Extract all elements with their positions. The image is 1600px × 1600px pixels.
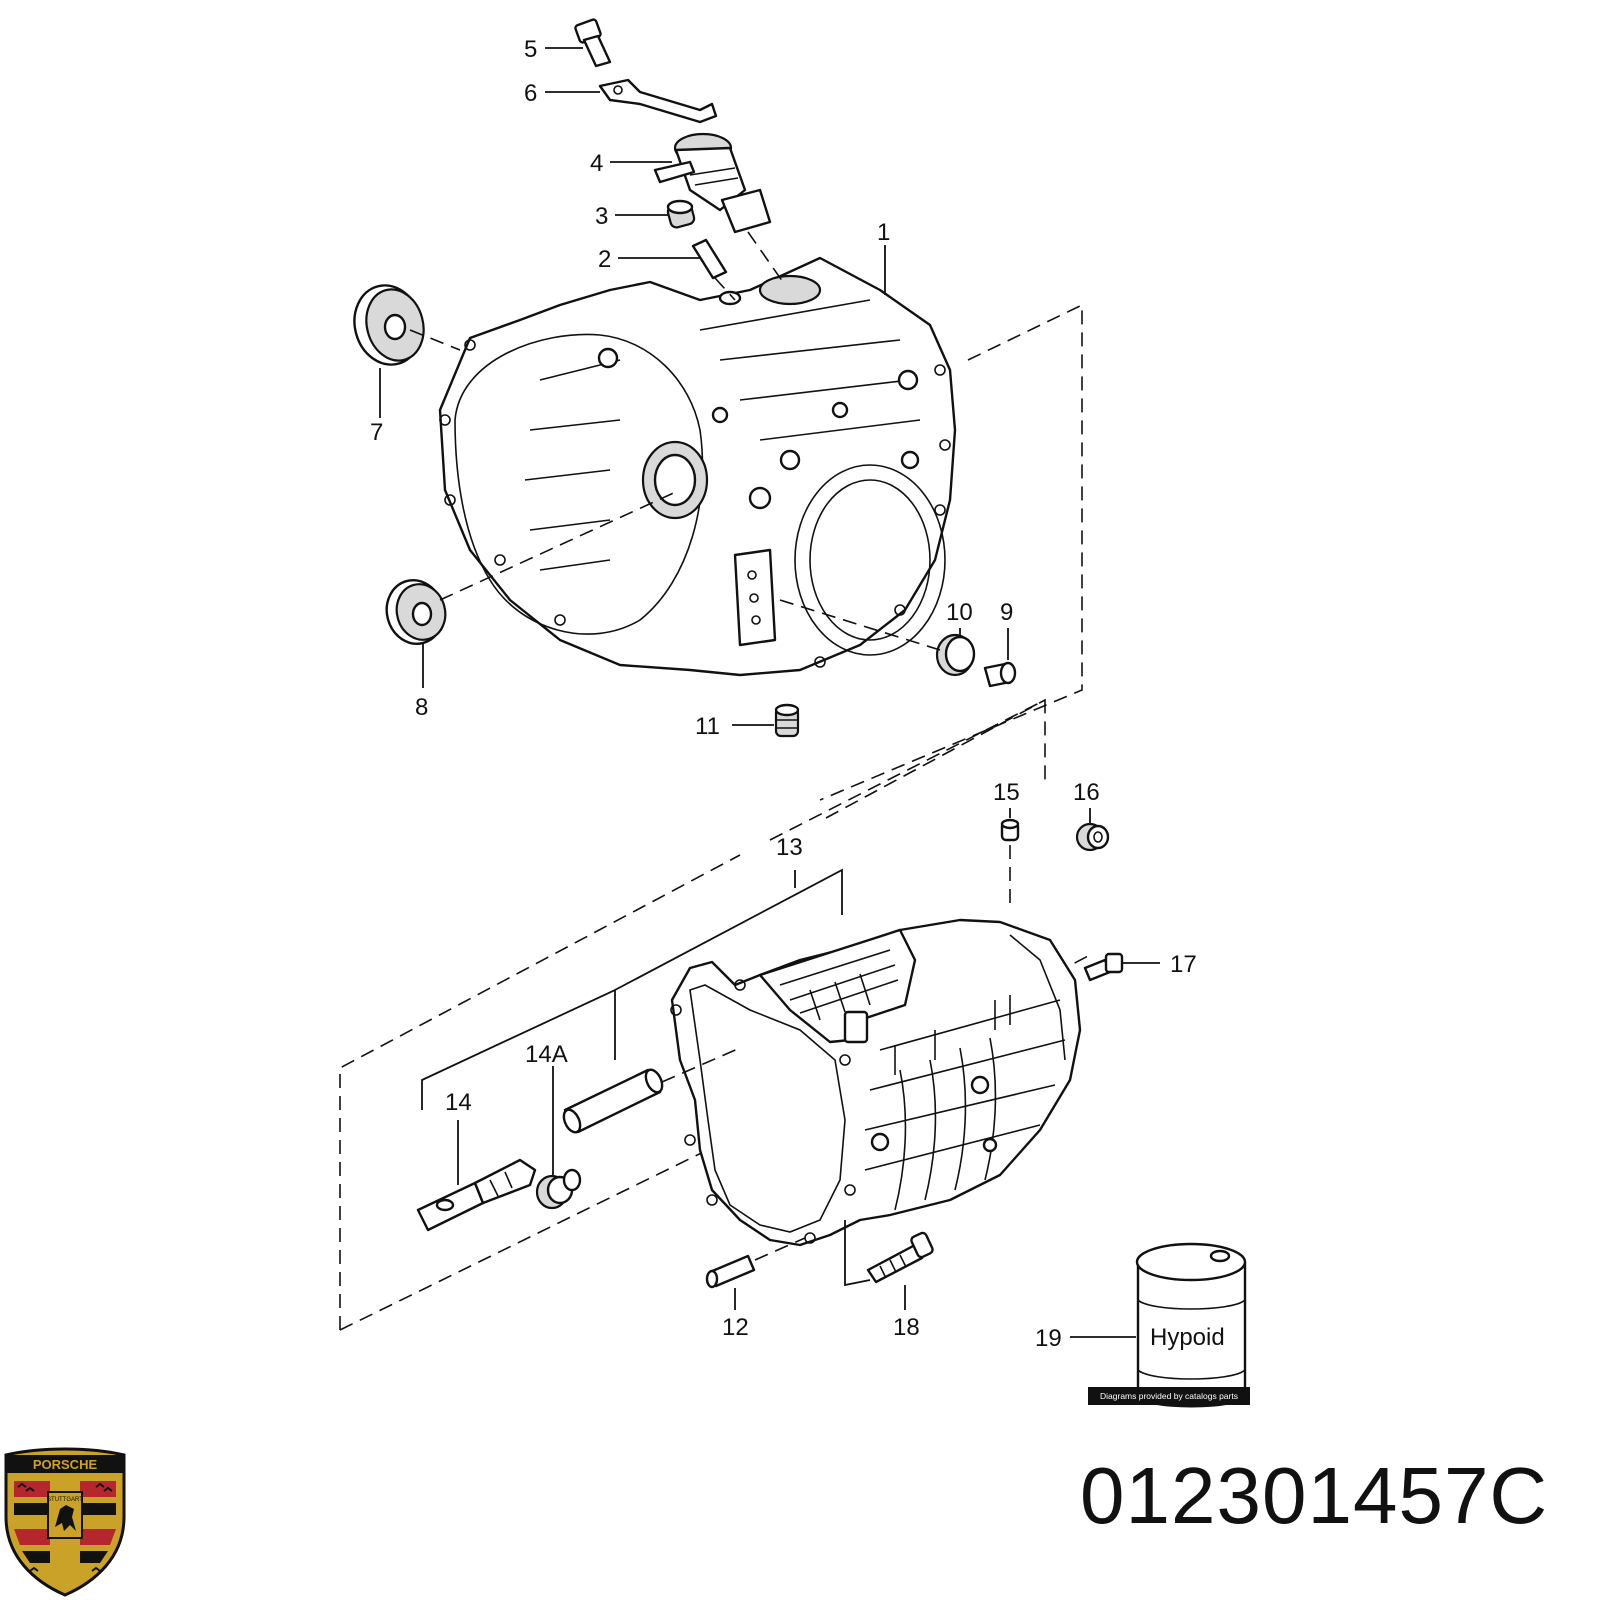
diagram-credit: Diagrams provided by catalogs parts bbox=[1088, 1387, 1250, 1405]
bracket-part-6 bbox=[598, 78, 718, 124]
callout-16: 16 bbox=[1073, 779, 1100, 806]
callout-1: 1 bbox=[877, 219, 890, 246]
callout-17: 17 bbox=[1170, 951, 1197, 978]
cap-part-15 bbox=[1000, 818, 1020, 842]
drum-label: Hypoid bbox=[1150, 1324, 1225, 1351]
bush-part-10 bbox=[935, 633, 976, 677]
bolt-part-17 bbox=[1083, 952, 1124, 982]
callout-10: 10 bbox=[946, 599, 973, 626]
porsche-crest-logo: PORSCHE STUTTGART bbox=[4, 1447, 126, 1597]
callout-3: 3 bbox=[595, 203, 608, 230]
screw-part-18 bbox=[866, 1231, 934, 1284]
plug-part-9 bbox=[983, 661, 1017, 688]
callout-7: 7 bbox=[370, 419, 383, 446]
part-number: 012301457C bbox=[1080, 1451, 1549, 1540]
callout-2: 2 bbox=[598, 246, 611, 273]
callout-14a: 14A bbox=[525, 1041, 568, 1068]
svg-text:STUTTGART: STUTTGART bbox=[47, 1497, 83, 1503]
oil-drum-part-19: Hypoid bbox=[1135, 1242, 1247, 1408]
callout-15: 15 bbox=[993, 779, 1020, 806]
callout-5: 5 bbox=[524, 36, 537, 63]
sensor-part-4 bbox=[653, 132, 772, 234]
callout-18: 18 bbox=[893, 1314, 920, 1341]
callout-11: 11 bbox=[695, 713, 720, 740]
svg-text:PORSCHE: PORSCHE bbox=[33, 1457, 98, 1472]
bush-part-16 bbox=[1075, 822, 1110, 852]
seal-part-8 bbox=[385, 579, 447, 645]
callout-14: 14 bbox=[445, 1089, 472, 1116]
cap-part-3 bbox=[666, 199, 696, 229]
callout-6: 6 bbox=[524, 80, 537, 107]
callout-4: 4 bbox=[590, 150, 603, 177]
callout-19: 19 bbox=[1035, 1325, 1062, 1352]
bolt-part-5 bbox=[574, 18, 612, 68]
callout-8: 8 bbox=[415, 694, 428, 721]
shaft-part-14a bbox=[562, 1068, 664, 1134]
transmission-housing-front bbox=[438, 256, 957, 677]
plug-part-11 bbox=[774, 703, 800, 738]
transmission-housing-rear bbox=[670, 918, 1082, 1247]
seal-part-7 bbox=[353, 284, 425, 366]
callout-13: 13 bbox=[776, 834, 803, 861]
pin-part-2 bbox=[691, 238, 728, 280]
callout-12: 12 bbox=[722, 1314, 749, 1341]
bush-part-14a bbox=[535, 1168, 582, 1210]
pin-part-12 bbox=[705, 1254, 756, 1289]
fork-part-14 bbox=[416, 1158, 537, 1232]
callout-9: 9 bbox=[1000, 599, 1013, 626]
